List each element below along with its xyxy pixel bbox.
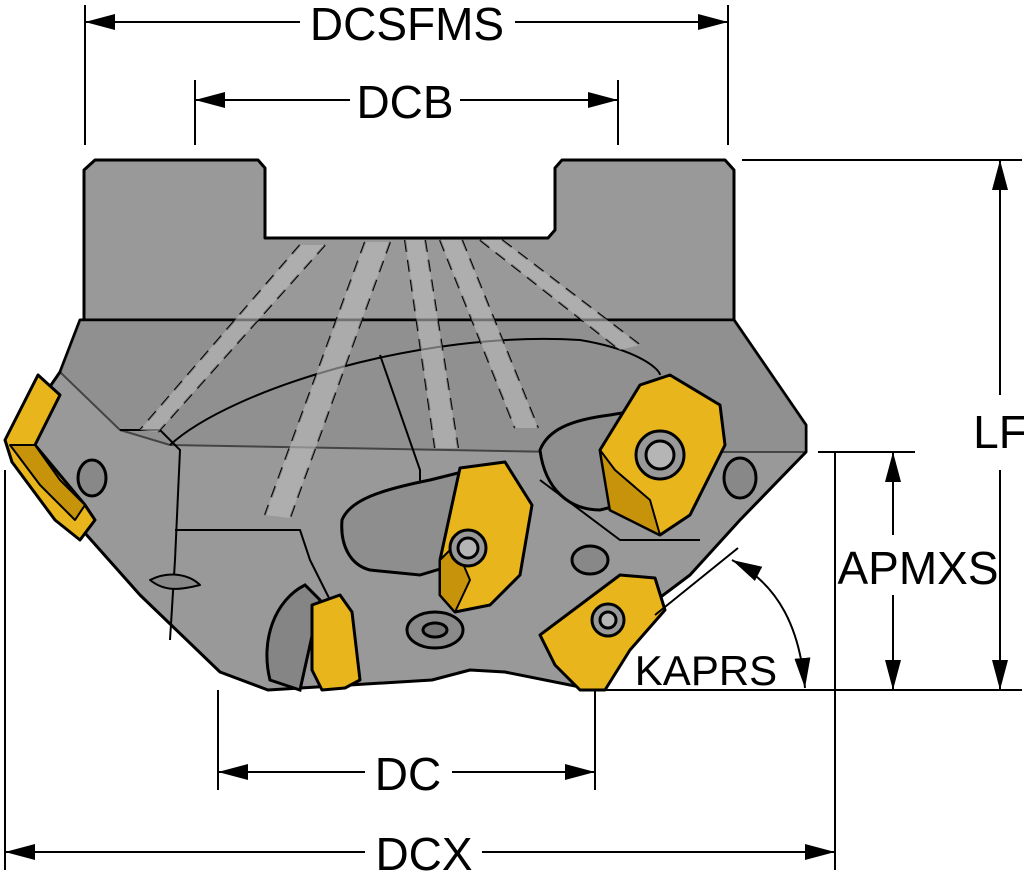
insert-bottom-center <box>310 593 362 692</box>
coolant-hole <box>570 544 610 576</box>
coolant-channel-fill <box>140 240 640 518</box>
coolant-hole <box>76 458 108 498</box>
label-dcb: DCB <box>356 76 453 128</box>
label-dcsfms: DCSFMS <box>310 0 504 50</box>
label-dcx: DCX <box>375 828 472 875</box>
label-kaprs: KAPRS <box>635 647 777 694</box>
label-apmxs: APMXS <box>837 542 998 594</box>
dimension-lines <box>4 5 1022 870</box>
pocket-curve <box>169 337 661 446</box>
dimension-labels: DCSFMS DCB LF APMXS KAPRS DC DCX <box>310 0 1024 875</box>
label-dc: DC <box>375 748 441 800</box>
coolant-hole <box>722 456 758 500</box>
inserts <box>3 373 727 692</box>
label-lf: LF <box>973 406 1024 458</box>
